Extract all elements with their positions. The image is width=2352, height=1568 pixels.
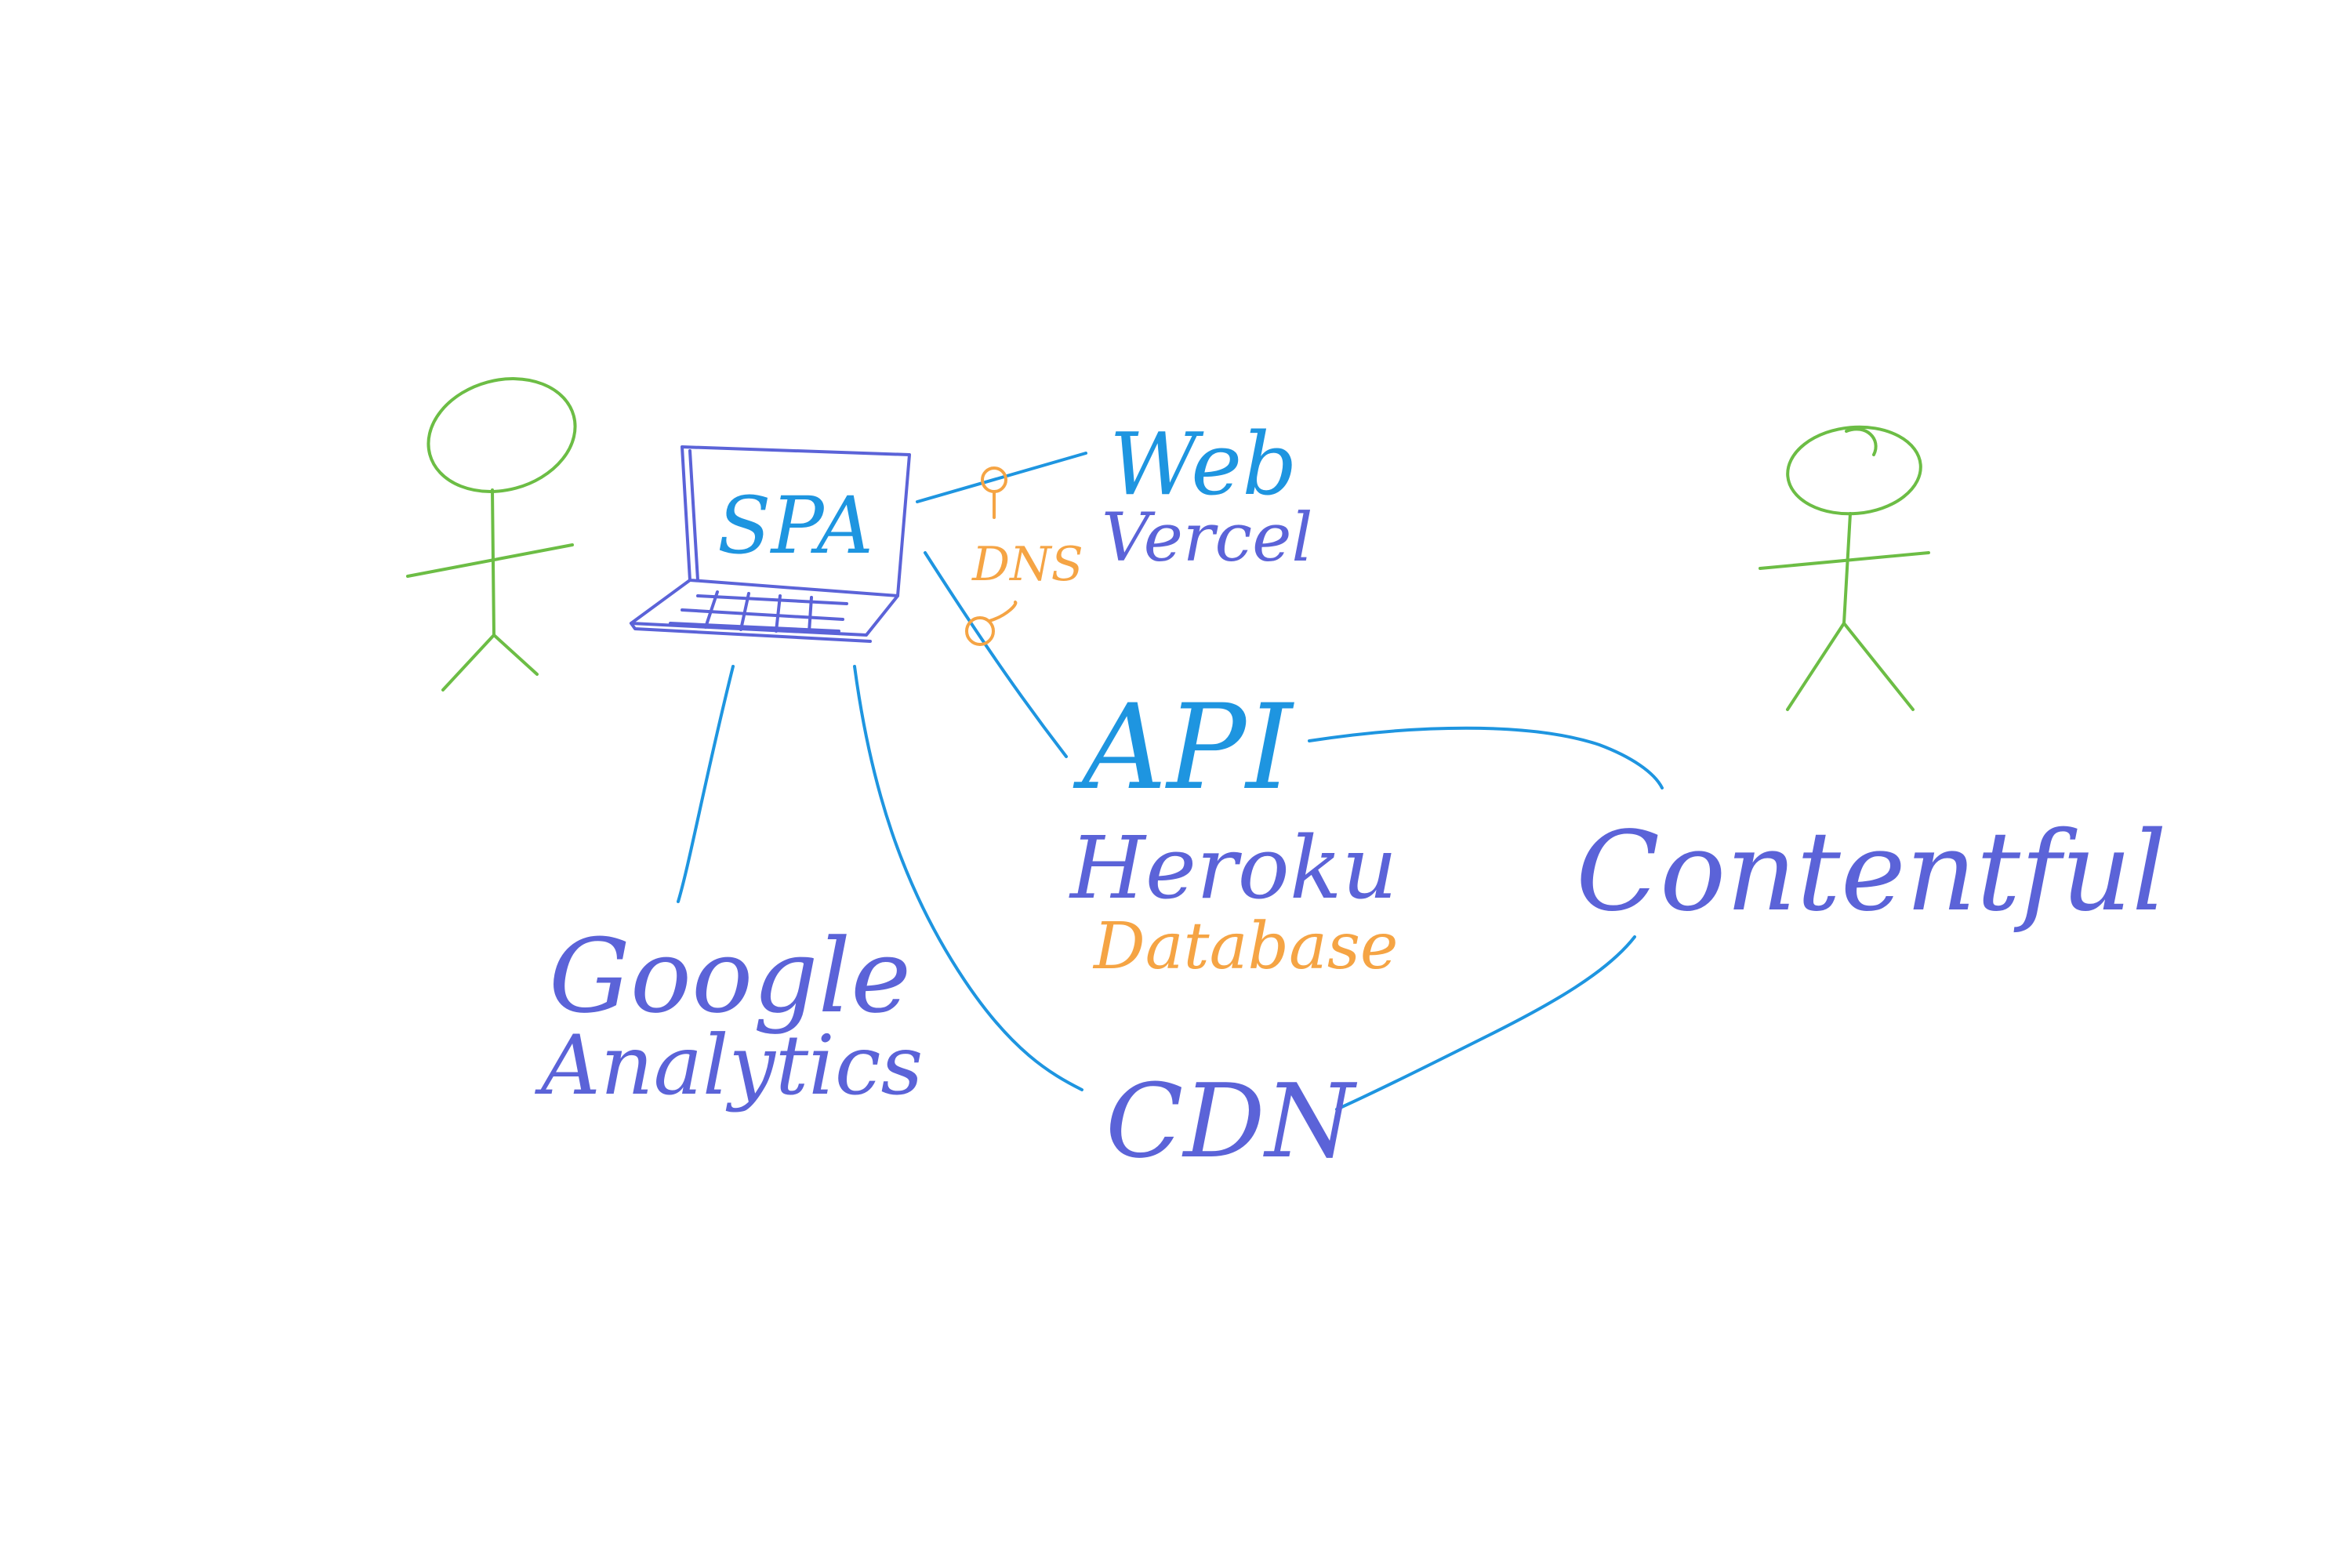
analytics-label: Analytics <box>535 1018 923 1113</box>
connector-spa-analytics <box>677 665 735 903</box>
connector-contentful-cdn <box>1335 935 1636 1111</box>
dns-markers <box>965 466 1018 646</box>
spa-label: SPA <box>717 480 873 572</box>
connector-spa-api <box>924 551 1068 758</box>
database-label: Database <box>1092 909 1398 984</box>
connector-spa-cdn <box>853 665 1083 1091</box>
left-user-stick-figure-icon <box>406 377 577 691</box>
cdn-label: CDN <box>1105 1062 1358 1181</box>
vercel-label: Vercel <box>1102 499 1313 577</box>
api-label: API <box>1073 680 1294 816</box>
connector-spa-web <box>916 452 1087 503</box>
heroku-label: Heroku <box>1069 818 1397 918</box>
google-label: Google <box>549 916 911 1036</box>
right-user-stick-figure-icon <box>1759 425 1930 711</box>
connectors <box>677 452 1664 1111</box>
dns-label: DNS <box>971 537 1083 592</box>
web-label: Web <box>1109 414 1298 514</box>
contentful-label: Contentful <box>1576 808 2167 936</box>
dns-marker-api-icon <box>965 616 995 646</box>
laptop-icon <box>630 445 911 643</box>
connector-api-contentful <box>1308 726 1664 789</box>
